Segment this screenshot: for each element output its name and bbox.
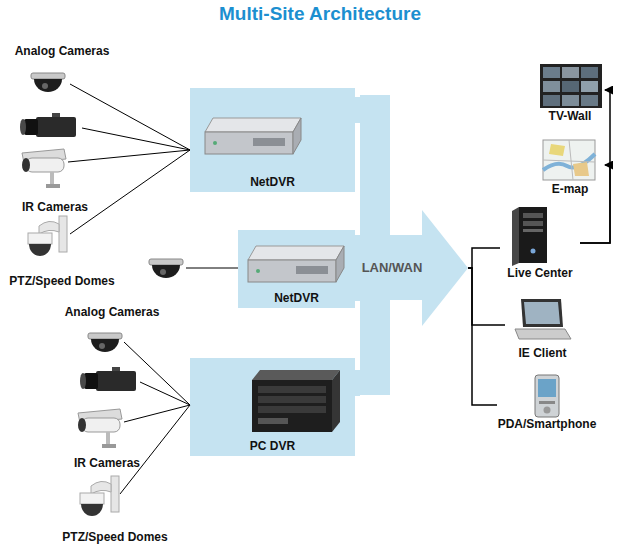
screen <box>581 67 598 78</box>
connector-line <box>468 248 500 268</box>
camera-wire <box>186 268 238 269</box>
node-label: Live Center <box>507 266 572 280</box>
map-road <box>543 140 595 180</box>
screen <box>581 81 598 92</box>
pda-icon <box>535 375 559 417</box>
camera-wire <box>124 405 190 422</box>
ir-camera <box>78 409 122 448</box>
camera-group-label: PTZ/Speed Domes <box>0 274 142 288</box>
client-node: PDA/Smartphone <box>497 372 597 434</box>
node-label: NetDVR <box>274 291 319 305</box>
drive-slot <box>523 221 543 226</box>
recorder-box: PC DVR <box>190 358 355 456</box>
camera-wires <box>68 84 238 494</box>
camera-wire <box>70 150 190 234</box>
netdvr-device <box>205 118 301 154</box>
pda-button <box>539 401 555 404</box>
laptop-screen <box>524 302 560 324</box>
screen <box>581 95 598 106</box>
screen <box>543 81 560 92</box>
screen <box>562 67 579 78</box>
tv-wall-icon <box>540 64 602 108</box>
drive-bay <box>258 396 326 403</box>
camera-group-label: Analog Cameras <box>0 44 142 58</box>
map-area <box>573 162 589 176</box>
camera-group-label: Analog Cameras <box>32 305 192 319</box>
drive-bay <box>258 406 326 413</box>
node-label: PC DVR <box>250 439 295 453</box>
node-label: NetDVR <box>250 175 295 189</box>
laptop-base <box>515 329 571 339</box>
connector-line <box>580 165 610 243</box>
camera-wire <box>140 382 190 405</box>
dome-camera <box>149 259 183 278</box>
map-sheet <box>543 140 595 180</box>
network-band <box>355 97 360 123</box>
laptop-icon <box>515 299 571 339</box>
diagram-title: Multi-Site Architecture <box>0 3 640 25</box>
pda-button <box>544 407 551 414</box>
pc-dvr-device <box>252 370 340 432</box>
connector-line <box>468 268 497 405</box>
device-side <box>332 370 340 432</box>
camera-wire <box>82 128 190 150</box>
tower-front <box>519 207 547 263</box>
recorder-box: NetDVR <box>238 230 355 308</box>
camera-group-label: PTZ/Speed Domes <box>35 530 195 544</box>
camera-wire <box>70 84 190 150</box>
drive-slot <box>523 229 543 232</box>
client-node: TV-Wall <box>535 60 605 126</box>
client-node: Live Center <box>500 205 580 283</box>
screen <box>543 67 560 78</box>
node-label: PDA/Smartphone <box>498 417 597 431</box>
client-node: E-map <box>535 137 605 199</box>
recorder-box: NetDVR <box>190 88 355 192</box>
power-led <box>531 249 536 254</box>
drive-bay <box>258 386 326 393</box>
node-label: E-map <box>552 182 589 196</box>
network-arrow: LAN/WAN <box>360 95 468 395</box>
e-map-icon <box>543 140 595 180</box>
tower-side <box>512 207 519 266</box>
ir-camera <box>22 149 66 188</box>
server-tower-icon <box>512 207 547 266</box>
arrow-outline <box>360 95 468 395</box>
device-panel <box>258 418 288 424</box>
map-river <box>543 154 595 170</box>
drive-slot <box>523 213 543 218</box>
device-front <box>252 380 332 432</box>
network-band <box>355 235 360 301</box>
ptz-camera <box>28 216 67 256</box>
dome-camera <box>31 73 65 92</box>
ptz-camera <box>80 476 119 516</box>
camera-wire <box>120 405 190 494</box>
screen <box>543 95 560 106</box>
camera-wire <box>68 150 190 162</box>
camera-group-label: IR Cameras <box>27 456 187 470</box>
node-label: LAN/WAN <box>360 261 424 275</box>
netdvr-device <box>248 246 344 282</box>
screen <box>562 95 579 106</box>
device-top <box>252 370 340 380</box>
laptop-lid <box>521 299 563 327</box>
screen <box>562 81 579 92</box>
connector-line <box>468 268 505 325</box>
arrow-shape <box>360 95 468 395</box>
box-camera <box>20 113 76 137</box>
dome-camera <box>88 333 122 352</box>
box-camera <box>80 367 136 391</box>
map-area <box>549 144 565 156</box>
node-label: TV-Wall <box>549 109 592 123</box>
network-band <box>355 370 360 396</box>
node-label: IE Client <box>518 346 566 360</box>
client-node: IE Client <box>505 295 580 363</box>
pda-screen <box>538 379 556 397</box>
camera-wire <box>124 342 190 405</box>
wall-frame <box>540 64 602 108</box>
pda-body <box>535 375 559 417</box>
camera-group-label: IR Cameras <box>0 200 135 214</box>
